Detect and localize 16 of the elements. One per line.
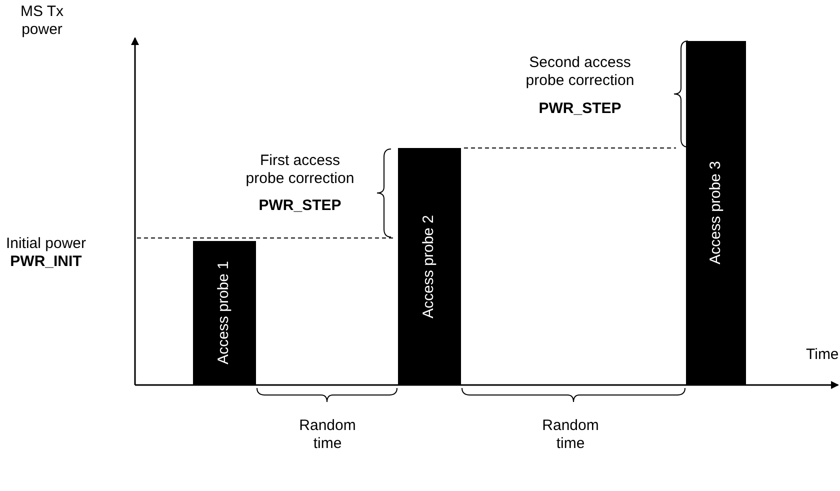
axis-label: PWR_STEP bbox=[258, 197, 342, 215]
probe-bar bbox=[398, 148, 461, 385]
axis-label: Time bbox=[806, 346, 840, 364]
bar-label: Access probe 1 bbox=[214, 261, 234, 365]
bar-label: Access probe 3 bbox=[706, 161, 725, 265]
axis-label: MS Tx power bbox=[19, 3, 65, 39]
probe-bar bbox=[193, 241, 256, 385]
axis-label: PWR_STEP bbox=[538, 100, 622, 118]
axis-label: First access probe correction bbox=[245, 152, 355, 188]
axis-label: Initial power bbox=[4, 235, 88, 253]
axis-label: PWR_INIT bbox=[9, 253, 83, 271]
bar-label: Access probe 2 bbox=[419, 214, 438, 318]
axis-label: Random time bbox=[298, 417, 357, 453]
axis-label: Random time bbox=[541, 417, 600, 453]
probe-bar bbox=[686, 41, 746, 385]
axis-label: Second access probe correction bbox=[524, 54, 636, 90]
